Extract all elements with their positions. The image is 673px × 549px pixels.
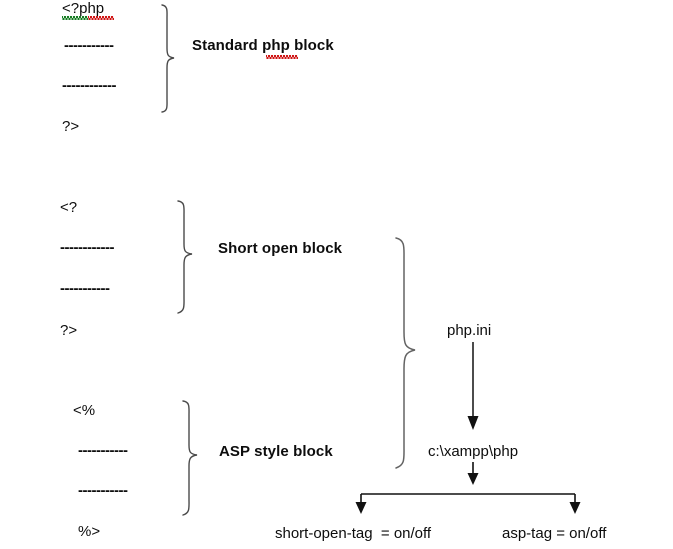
block-label-asp-style: ASP style block: [219, 443, 333, 460]
code-body-line: -----------: [78, 482, 128, 499]
block-label-standard-php: Standard php block: [192, 37, 334, 54]
arrow-php-ini-to-path-icon: [467, 342, 479, 430]
spellcheck-squiggle-icon: [266, 55, 298, 59]
code-close-tag-short: ?>: [60, 322, 78, 339]
code-close-tag-php: ?>: [62, 118, 80, 135]
setting-label-short-open-tag: short-open-tag = on/off: [275, 525, 432, 542]
code-body-line: ------------: [60, 239, 114, 256]
code-open-tag-short: <?: [60, 199, 78, 216]
block-label-short-open: Short open block: [218, 240, 343, 257]
code-body-line: ------------: [62, 77, 116, 94]
grammar-squiggle-icon: [62, 16, 88, 20]
code-open-tag-asp: <%: [73, 402, 96, 419]
fork-arrows-to-settings-icon: [355, 493, 581, 514]
code-body-line: -----------: [78, 442, 128, 459]
config-file-path: c:\xampp\php: [428, 443, 519, 460]
spellcheck-squiggle-icon: [88, 16, 114, 20]
curly-brace-standard-php-icon: [161, 4, 175, 113]
code-body-line: -----------: [60, 280, 110, 297]
curly-brace-asp-style-icon: [182, 400, 198, 516]
config-file-name: php.ini: [447, 322, 492, 339]
setting-label-asp-tag: asp-tag = on/off: [502, 525, 607, 542]
arrow-path-to-fork-icon: [467, 462, 479, 485]
code-open-tag-php: <?php: [62, 0, 105, 17]
curly-brace-group-icon: [395, 237, 416, 469]
code-close-tag-asp: %>: [78, 523, 101, 540]
curly-brace-short-open-icon: [177, 200, 193, 314]
code-body-line: -----------: [64, 37, 114, 54]
